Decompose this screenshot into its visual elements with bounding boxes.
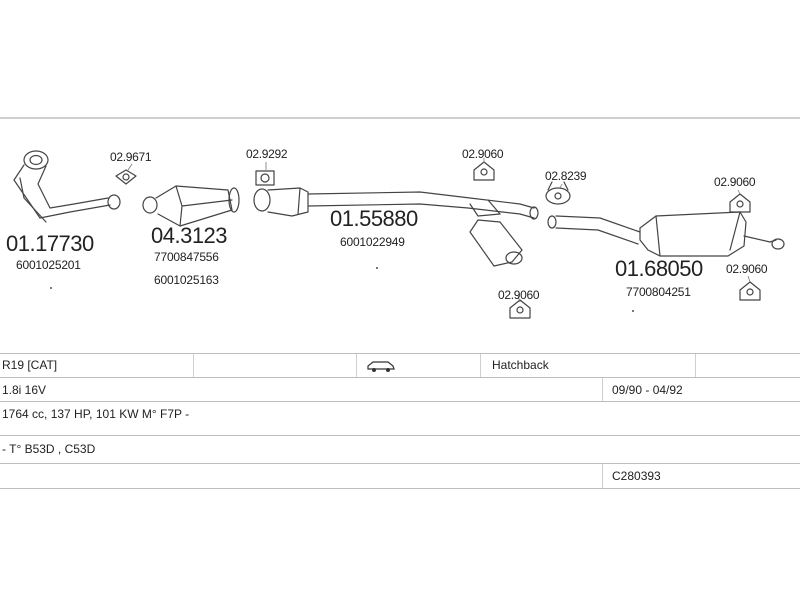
oem-number: 6001025163 bbox=[154, 273, 219, 287]
catalyst-drawing bbox=[142, 185, 240, 227]
table-row: 1.8i 16V 09/90 - 04/92 bbox=[0, 377, 800, 402]
center-muffler-drawing bbox=[253, 187, 539, 267]
exhaust-diagram bbox=[13, 150, 785, 319]
car-icon bbox=[366, 359, 396, 375]
rear-muffler-drawing bbox=[547, 211, 785, 257]
part-code-clamp: 02.8239 bbox=[545, 169, 587, 183]
engine-cell: 1.8i 16V bbox=[2, 383, 47, 397]
oem-number: 7700804251 bbox=[626, 285, 691, 299]
part-code-hanger: 02.9060 bbox=[726, 262, 768, 276]
hanger-3-drawing bbox=[729, 193, 751, 213]
hanger-4-drawing bbox=[739, 281, 761, 301]
front-pipe-drawing bbox=[13, 150, 121, 223]
years-cell: 09/90 - 04/92 bbox=[612, 383, 683, 397]
top-rule bbox=[0, 117, 800, 119]
gasket-1-drawing bbox=[115, 169, 137, 185]
part-code-hanger: 02.9060 bbox=[462, 147, 504, 161]
part-code-center-muffler: 01.55880 bbox=[330, 206, 418, 231]
hanger-1-drawing bbox=[473, 161, 495, 181]
part-code-front-pipe: 01.17730 bbox=[6, 231, 94, 256]
oem-number: 6001022949 bbox=[340, 235, 405, 249]
oem-number: 6001025201 bbox=[16, 258, 81, 272]
types-cell: - T° B53D , C53D bbox=[2, 442, 96, 456]
part-code-gasket: 02.9292 bbox=[246, 147, 288, 161]
model-cell: R19 [CAT] bbox=[2, 358, 58, 372]
hanger-2-drawing bbox=[509, 299, 531, 319]
catalog-id-cell: C280393 bbox=[612, 469, 661, 483]
part-code-gasket: 02.9671 bbox=[110, 150, 152, 164]
ref-dot bbox=[50, 287, 52, 289]
part-code-hanger: 02.9060 bbox=[714, 175, 756, 189]
table-row: R19 [CAT] Hatchback bbox=[0, 353, 800, 378]
part-code-hanger: 02.9060 bbox=[498, 288, 540, 302]
table-row: 1764 cc, 137 HP, 101 KW M° F7P - bbox=[0, 401, 800, 436]
body-type-cell: Hatchback bbox=[492, 358, 549, 372]
ref-dot bbox=[376, 267, 378, 269]
table-row: C280393 bbox=[0, 463, 800, 489]
specs-cell: 1764 cc, 137 HP, 101 KW M° F7P - bbox=[2, 407, 190, 421]
ref-dot bbox=[632, 310, 634, 312]
part-code-catalyst: 04.3123 bbox=[151, 223, 228, 248]
oem-number: 7700847556 bbox=[154, 250, 219, 264]
part-code-rear-muffler: 01.68050 bbox=[615, 256, 703, 281]
table-row: - T° B53D , C53D bbox=[0, 435, 800, 464]
clamp-drawing bbox=[545, 181, 571, 205]
gasket-2-drawing bbox=[255, 170, 275, 186]
